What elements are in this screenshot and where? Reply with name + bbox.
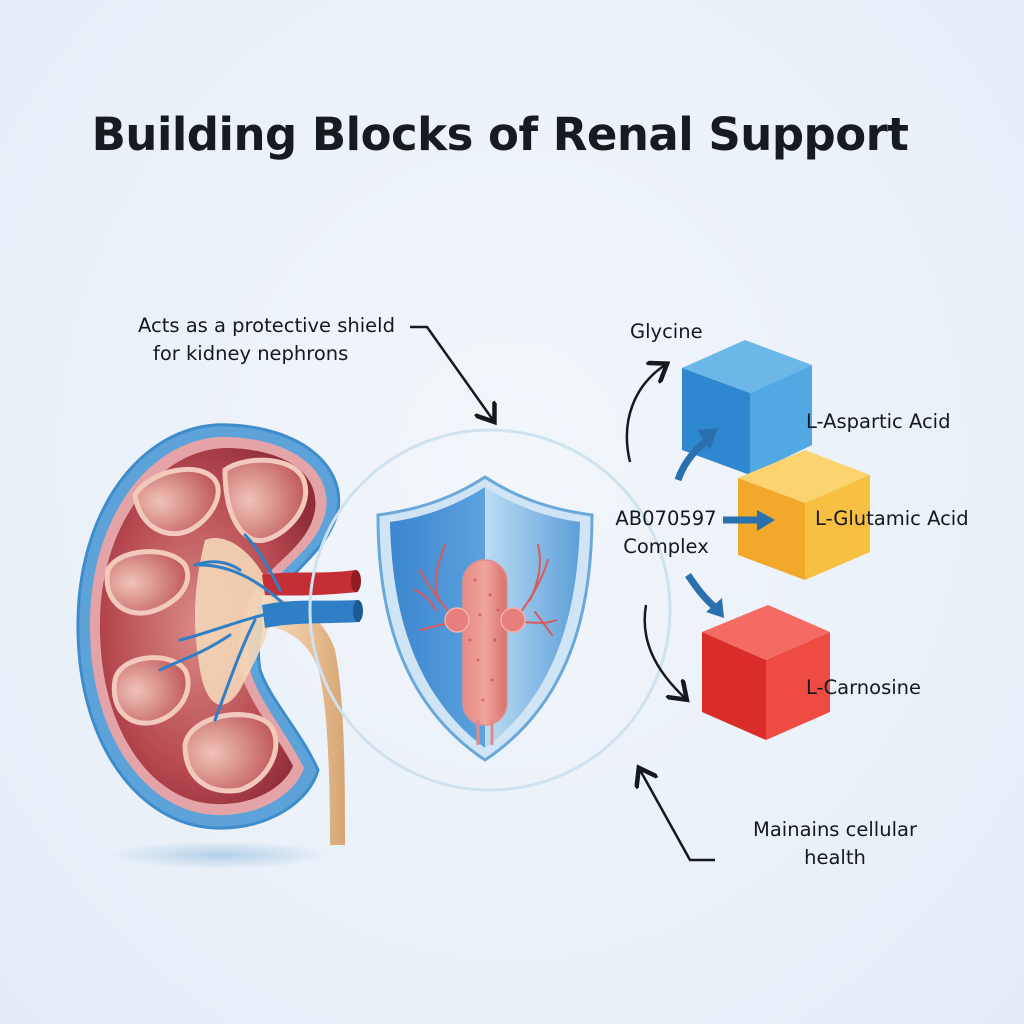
blue-arrow-to-carnosine <box>685 573 719 611</box>
shield-note-line2: for kidney nephrons <box>153 342 349 365</box>
cellular-note-line2: health <box>804 846 866 869</box>
curved-arrow-carnosine <box>643 604 685 698</box>
label-carnosine: L-Carnosine <box>806 676 922 699</box>
nephron-icon <box>414 544 557 745</box>
curved-arrow-glycine <box>625 365 665 463</box>
shield-note-line1: Acts as a protective shield <box>138 314 395 337</box>
complex-label-line1: AB070597 <box>615 507 717 530</box>
kidney-cross-section-icon <box>76 423 363 869</box>
shield-note-arrow <box>410 325 493 420</box>
blue-arrowhead <box>757 510 775 531</box>
blue-arrowhead <box>697 428 718 450</box>
complex-label-line2: Complex <box>623 535 709 558</box>
cellular-note-arrow <box>640 770 715 862</box>
blue-arrow-to-aspartic <box>674 439 708 482</box>
label-glycine: Glycine <box>630 320 703 343</box>
cube-glutamic-acid <box>738 450 870 580</box>
protection-circle <box>308 428 672 792</box>
cube-aspartic-acid <box>682 340 812 475</box>
label-aspartic-acid: L-Aspartic Acid <box>806 410 951 433</box>
blue-arrowhead <box>706 598 724 618</box>
cellular-note-line1: Mainains cellular <box>753 818 917 841</box>
cube-carnosine <box>702 605 830 740</box>
page-title: Building Blocks of Renal Support <box>91 108 909 161</box>
label-glutamic-acid: L-Glutamic Acid <box>815 507 969 530</box>
